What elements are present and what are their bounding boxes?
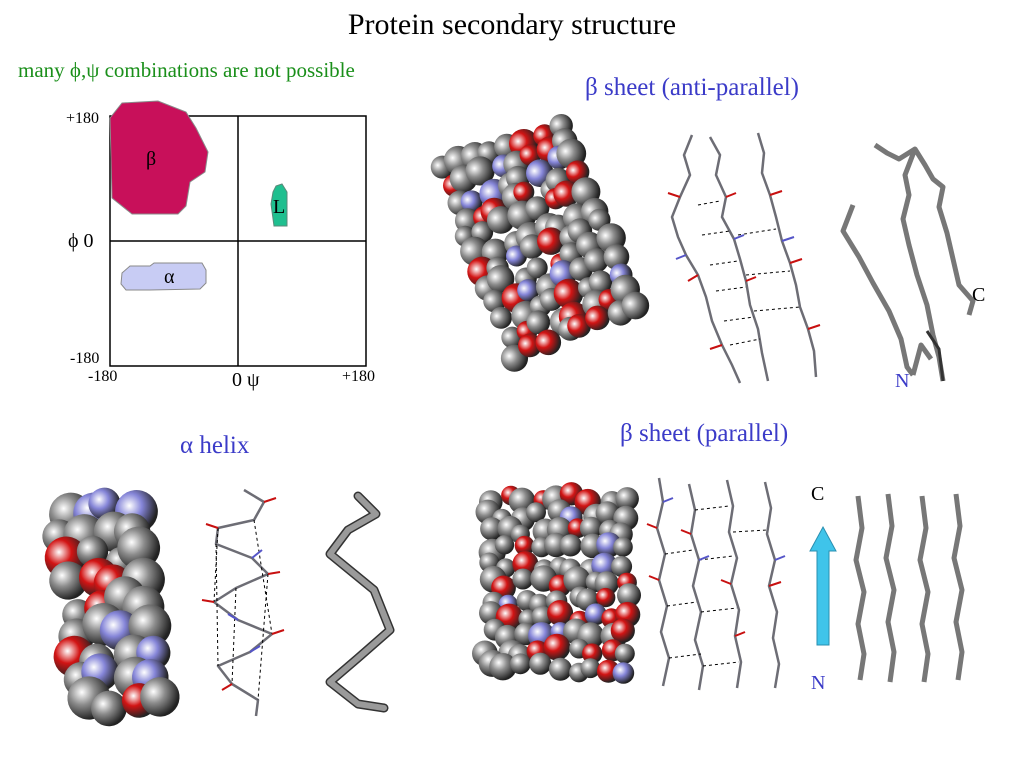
carbon-atom	[613, 537, 633, 557]
oxygen-atom	[610, 618, 635, 643]
carbon-atom	[480, 517, 504, 541]
antiparallel-n-label: N	[895, 370, 910, 392]
oxygen-atom	[582, 643, 603, 664]
left-handed-region	[270, 183, 288, 227]
antiparallel-c-label: C	[972, 284, 986, 306]
carbon-atom	[617, 583, 641, 608]
alpha-region	[120, 262, 207, 291]
nitrogen-atom	[517, 279, 540, 302]
carbon-atom	[603, 244, 630, 270]
carbon-atom	[91, 690, 127, 727]
carbon-atom	[621, 291, 650, 320]
carbon-atom	[526, 310, 551, 335]
carbon-atom	[140, 677, 180, 717]
oxygen-atom	[537, 227, 565, 255]
carbon-atom	[548, 657, 572, 681]
carbon-atom	[595, 501, 620, 525]
beta-parallel-heading: β sheet (parallel)	[620, 420, 789, 447]
page-title: Protein secondary structure	[347, 8, 677, 41]
beta-region	[109, 100, 209, 215]
carbon-atom	[486, 265, 515, 293]
carbon-atom	[483, 289, 507, 313]
parallel-stick-model	[646, 477, 786, 691]
direction-arrow	[809, 525, 837, 646]
carbon-atom	[494, 535, 515, 555]
carbon-atom	[563, 566, 591, 594]
x-tick-left: -180	[88, 368, 118, 385]
antiparallel-stick-model	[667, 132, 821, 384]
parallel-spacefill-model	[472, 482, 641, 684]
carbon-atom	[465, 156, 495, 186]
oxygen-atom	[585, 305, 610, 331]
beta-antiparallel-heading: β sheet (anti-parallel)	[585, 74, 800, 101]
antiparallel-spacefill-model	[430, 113, 650, 372]
carbon-atom	[559, 534, 582, 557]
carbon-atom	[529, 652, 552, 675]
carbon-atom	[510, 653, 531, 675]
y-tick-top: +180	[66, 110, 100, 127]
carbon-atom	[611, 556, 633, 577]
oxygen-atom	[518, 333, 542, 358]
carbon-atom	[579, 516, 603, 540]
oxygen-atom	[596, 587, 616, 608]
oxygen-atom	[513, 181, 535, 203]
carbon-atom	[489, 653, 517, 681]
helix-trace-model	[325, 491, 395, 713]
x-axis-label: 0 ψ	[232, 369, 260, 391]
left-region-label: L	[273, 196, 286, 218]
nitrogen-atom	[460, 190, 483, 213]
oxygen-atom	[514, 535, 535, 556]
helix-stick-model	[201, 488, 285, 717]
oxygen-atom	[567, 313, 592, 338]
parallel-trace-model	[853, 493, 965, 683]
beta-region-label: β	[146, 148, 157, 170]
carbon-atom	[580, 658, 601, 679]
alpha-helix-heading: α helix	[180, 432, 250, 459]
oxygen-atom	[535, 329, 562, 356]
y-tick-bottom: -180	[70, 350, 100, 367]
oxygen-atom	[547, 600, 574, 626]
carbon-atom	[49, 561, 88, 600]
oxygen-atom	[553, 278, 584, 309]
parallel-c-label: C	[811, 483, 825, 505]
carbon-atom	[526, 257, 548, 279]
x-tick-right: +180	[342, 368, 376, 385]
carbon-atom	[489, 306, 512, 329]
alpha-region-label: α	[164, 266, 175, 288]
carbon-atom	[512, 568, 534, 590]
nitrogen-atom	[612, 662, 635, 684]
helix-spacefill-model	[42, 487, 180, 727]
carbon-atom	[614, 643, 635, 664]
carbon-atom	[615, 487, 639, 511]
oxygen-atom	[543, 633, 571, 661]
y-axis-label: ϕ 0	[68, 230, 94, 252]
carbon-atom	[526, 502, 546, 523]
parallel-n-label: N	[811, 672, 826, 694]
antiparallel-trace-model	[840, 142, 976, 382]
carbon-atom	[588, 270, 613, 295]
nitrogen-atom	[88, 487, 121, 520]
nitrogen-atom	[584, 603, 607, 626]
carbon-atom	[584, 248, 609, 273]
subtitle: many ϕ,ψ combinations are not possible	[18, 58, 355, 82]
